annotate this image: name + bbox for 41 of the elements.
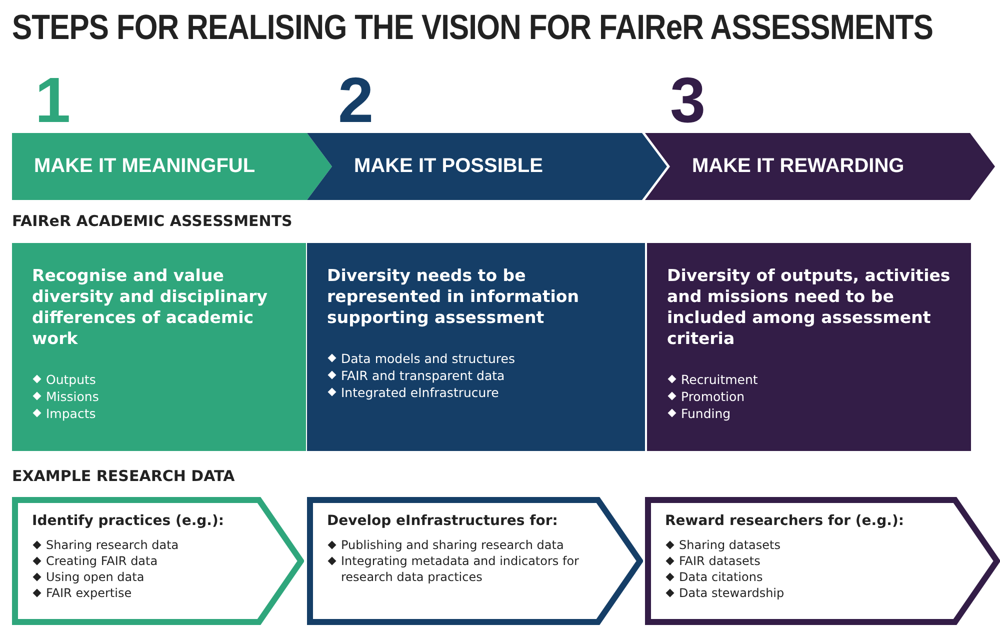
bullet-item: Creating FAIR data xyxy=(32,553,260,569)
panel-heading: Recognise and value diversity and disciplinary differences of academic work xyxy=(32,265,268,349)
step-number: 3 xyxy=(670,68,706,132)
bullet-item: FAIR and transparent data xyxy=(327,367,627,384)
bullet-item: Using open data xyxy=(32,569,260,585)
banner-label: MAKE IT POSSIBLE xyxy=(354,155,543,178)
banner-label: MAKE IT MEANINGFUL xyxy=(34,155,256,178)
section-heading: EXAMPLE RESEARCH DATA xyxy=(12,467,235,485)
bullet-item: FAIR expertise xyxy=(32,585,260,601)
bullet-item: Impacts xyxy=(32,405,288,422)
panel-heading: Diversity needs to be represented in information supporting assessment xyxy=(327,265,580,328)
section-heading: FAIReR ACADEMIC ASSESSMENTS xyxy=(12,212,292,230)
box-heading: Identify practices (e.g.): xyxy=(32,513,225,529)
bullet-item: Outputs xyxy=(32,371,288,388)
step-number: 1 xyxy=(35,68,71,132)
title: STEPS FOR REALISING THE VISION FOR FAIReR ASSESSMENTS xyxy=(12,8,934,48)
bullet-item: Data stewardship xyxy=(665,585,956,601)
step-number: 2 xyxy=(338,68,374,132)
info-panel xyxy=(647,243,971,451)
bullet-item: Data citations xyxy=(665,569,956,585)
info-panel xyxy=(307,243,645,451)
bullet-item: Publishing and sharing research data xyxy=(327,537,599,553)
bullet-item: Recruitment xyxy=(667,371,953,388)
info-panel xyxy=(12,243,306,451)
bullet-item: Sharing research data xyxy=(32,537,260,553)
bullet-item: Integrated eInfrastrucure xyxy=(327,384,627,401)
panel-heading: Diversity of outputs, activities and missions need to be included among assessment criteria xyxy=(667,265,952,349)
bullet-item: Sharing datasets xyxy=(665,537,956,553)
arrow-banner xyxy=(12,133,332,200)
bullet-item: Integrating metadata and indicators for research data practices xyxy=(327,553,599,585)
box-heading: Develop eInfrastructures for: xyxy=(327,513,559,529)
bullet-item: Promotion xyxy=(667,388,953,405)
banner-label: MAKE IT REWARDING xyxy=(692,155,904,178)
bullet-item: Funding xyxy=(667,405,953,422)
chevron-box xyxy=(12,497,304,625)
chevron-box xyxy=(307,497,643,625)
bullet-item: FAIR datasets xyxy=(665,553,956,569)
bullet-item: Data models and structures xyxy=(327,350,627,367)
bullet-item: Missions xyxy=(32,388,288,405)
chevron-box xyxy=(645,497,1000,625)
box-heading: Reward researchers for (e.g.): xyxy=(665,513,905,529)
